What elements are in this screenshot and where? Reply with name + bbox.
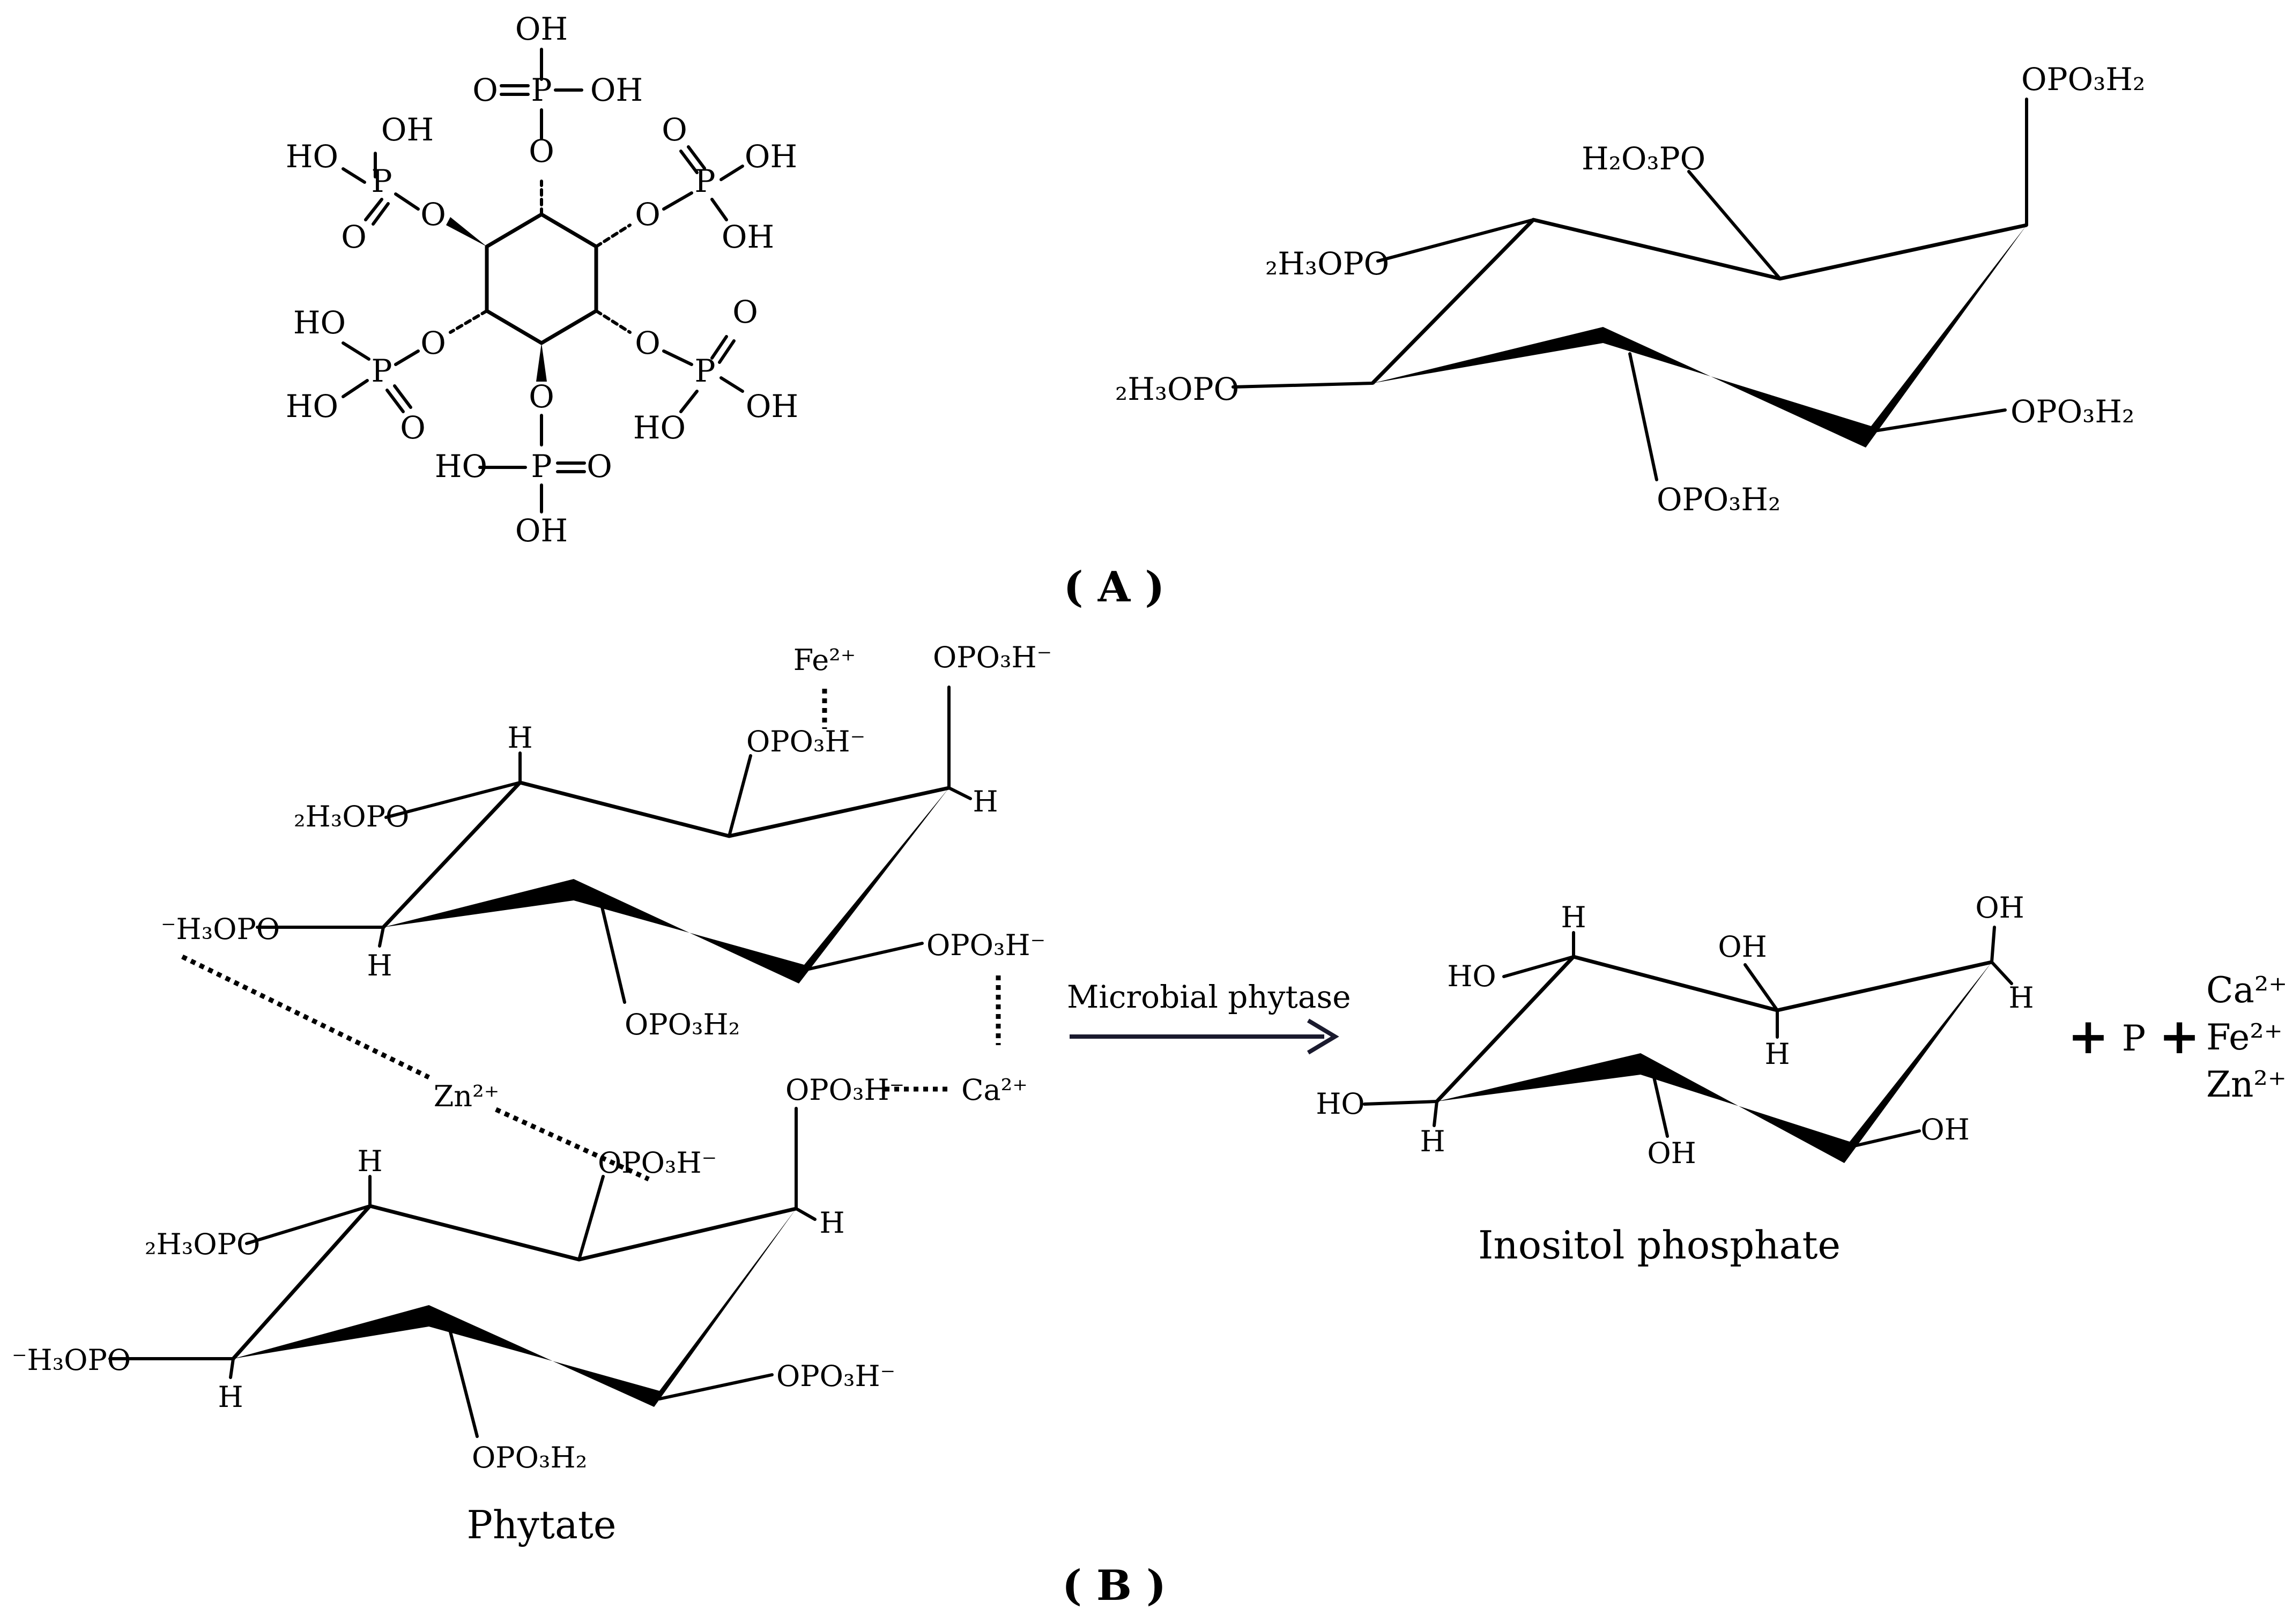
inositol-ho-left-upper: HO <box>1447 959 1496 993</box>
inositol-h-mid: H <box>1764 1037 1790 1071</box>
arrow-label: Microbial phytase <box>1067 979 1351 1015</box>
ca-ion: Ca²⁺ <box>961 1073 1028 1107</box>
phytate-bottom-h-bottom: H <box>218 1380 243 1414</box>
ll-ho-2: HO <box>286 388 338 424</box>
inositol-h-left-bottom: H <box>1420 1124 1445 1158</box>
chair-a-left-upper: ₂H₃OPO <box>1265 245 1389 282</box>
phytate-bottom: OPO₃H⁻ OPO₃H⁻ H H H ₂H₃OPO ⁻H₃OPO OPO₃H⁻… <box>12 1073 904 1474</box>
bot-double-o: O <box>587 448 612 485</box>
phytate-top-top-right: OPO₃H⁻ <box>933 640 1052 674</box>
inositol-ho-left-lower: HO <box>1316 1087 1364 1121</box>
phytate-bottom-right: OPO₃H⁻ <box>776 1359 895 1393</box>
lr-oh: OH <box>746 388 798 424</box>
top-oh: OH <box>515 11 568 47</box>
panel-b-label: ( B ) <box>1062 1561 1166 1610</box>
lr-double-o: O <box>732 294 758 330</box>
top-p-double-o: O <box>472 72 498 108</box>
product-zn: Zn²⁺ <box>2206 1064 2285 1105</box>
phytate-bottom-bottom: OPO₃H₂ <box>472 1441 587 1474</box>
phytate-top-h-right: H <box>973 785 998 818</box>
plus-sign-2: + <box>2158 1007 2200 1065</box>
bot-p: P <box>531 448 552 485</box>
chair-a-top-right: OPO₃H₂ <box>2021 61 2145 98</box>
top-p-oh: OH <box>590 72 643 108</box>
chair-a-right: OPO₃H₂ <box>2010 393 2134 430</box>
inositol-oh-mid: OH <box>1718 930 1767 964</box>
planar-phytic-acid: OH O P OH O O P HO OH O O P O OH OH O P <box>286 11 798 549</box>
inositol-oh-bottom: OH <box>1647 1136 1696 1170</box>
chair-a-top-mid: H₂O₃PO <box>1582 140 1705 177</box>
zn-coordination-upper <box>181 954 430 1080</box>
inositol-h-top: H <box>1561 900 1586 934</box>
phytate-top: Fe²⁺ OPO₃H⁻ OPO₃H⁻ H H H ₂H₃OPO ⁻H₃OPO O… <box>161 640 1052 1041</box>
planar-ring <box>485 212 598 345</box>
ur-double-o: O <box>662 111 687 148</box>
chair-phytic-acid: OPO₃H₂ H₂O₃PO ₂H₃OPO ₂H₃OPO OPO₃H₂ OPO₃H… <box>1115 61 2145 518</box>
lr-ho: HO <box>633 409 686 446</box>
inositol-phosphate: H OH H OH H HO HO H OH OH <box>1316 891 2034 1170</box>
chair-a-bottom: OPO₃H₂ <box>1657 481 1780 518</box>
chair-a-left-lower: ₂H₃OPO <box>1115 371 1239 407</box>
phosphate-p: P <box>2122 1018 2146 1059</box>
inositol-oh-top-right: OH <box>1975 891 2024 925</box>
ur-oh-2: OH <box>722 219 774 255</box>
top-p: P <box>531 72 552 108</box>
ul-oh: OH <box>381 111 434 148</box>
bot-oh: OH <box>515 512 568 549</box>
phytate-top-left-lower: ⁻H₃OPO <box>161 912 280 946</box>
ul-ho: HO <box>286 138 338 175</box>
ul-double-o: O <box>341 219 367 255</box>
top-ester-o: O <box>529 133 554 169</box>
phytate-bottom-mid: OPO₃H⁻ <box>598 1146 717 1180</box>
inositol-oh-right: OH <box>1920 1113 1969 1146</box>
ul-ester-o: O <box>420 196 446 233</box>
reaction-products: + P + Ca²⁺ Fe²⁺ Zn²⁺ <box>2067 970 2285 1105</box>
bot-ho: HO <box>435 448 487 485</box>
phytate-top-mid: OPO₃H⁻ <box>746 725 865 758</box>
phytate-caption: Phytate <box>467 1502 617 1547</box>
phytate-bottom-h-left: H <box>357 1144 382 1178</box>
zn-ion: Zn²⁺ <box>434 1079 499 1113</box>
phytate-bottom-left-lower: ⁻H₃OPO <box>12 1343 131 1377</box>
ll-double-o: O <box>400 409 426 446</box>
inositol-h-right: H <box>2008 981 2034 1015</box>
phytate-bottom-top-right: OPO₃H⁻ <box>785 1073 904 1107</box>
phytate-top-left-upper: ₂H₃OPO <box>294 800 409 833</box>
plus-sign-1: + <box>2067 1007 2109 1065</box>
product-ca: Ca²⁺ <box>2206 970 2285 1011</box>
phytate-top-right: OPO₃H⁻ <box>926 928 1045 962</box>
lr-ester-o: O <box>635 325 661 361</box>
phytate-top-h-left: H <box>507 721 532 755</box>
panel-a-label: ( A ) <box>1064 563 1165 612</box>
inositol-caption: Inositol phosphate <box>1478 1223 1841 1268</box>
bot-ester-o: O <box>529 378 554 415</box>
ur-oh: OH <box>745 138 797 175</box>
ur-ester-o: O <box>635 196 661 233</box>
ll-ester-o: O <box>420 325 446 361</box>
fe-ion-top: Fe²⁺ <box>793 643 856 677</box>
reaction-arrow <box>1070 1018 1339 1055</box>
ll-ho: HO <box>293 304 346 341</box>
phytate-top-h-bottom: H <box>367 949 392 982</box>
ll-p: P <box>371 353 392 389</box>
phytate-bottom-left-upper: ₂H₃OPO <box>145 1227 260 1261</box>
phytate-bottom-h-right: H <box>819 1206 844 1240</box>
product-fe: Fe²⁺ <box>2206 1017 2283 1058</box>
phytate-top-bottom: OPO₃H₂ <box>625 1008 740 1041</box>
